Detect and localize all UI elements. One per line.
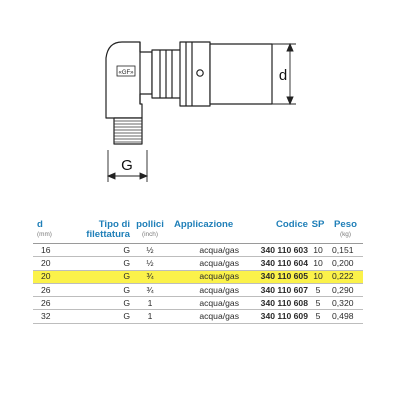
cell-pollici: ½ <box>130 256 170 271</box>
cell-codice: 340 110 603 <box>239 243 308 258</box>
table-row: 26 G ¾ acqua/gas 340 110 607 5 0,290 <box>33 283 363 298</box>
cell-pollici: 1 <box>130 296 170 311</box>
cell-applicazione: acqua/gas <box>170 243 239 258</box>
cell-applicazione: acqua/gas <box>170 296 239 311</box>
cell-applicazione: acqua/gas <box>170 309 239 324</box>
cell-pollici: 1 <box>130 309 170 324</box>
cell-d: 32 <box>33 309 63 324</box>
cell-peso: 0,222 <box>328 270 363 284</box>
cell-applicazione: acqua/gas <box>170 256 239 271</box>
header-peso: Peso (kg) <box>334 219 357 239</box>
table-row: 16 G ½ acqua/gas 340 110 603 10 0,151 <box>33 243 363 258</box>
cell-tipo: G <box>63 309 130 324</box>
cell-peso: 0,320 <box>328 296 363 311</box>
cell-codice: 340 110 604 <box>239 256 308 271</box>
table-header: d (mm) Tipo di filettatura pollici (inch… <box>33 220 363 244</box>
table-row: 20 G ½ acqua/gas 340 110 604 10 0,200 <box>33 256 363 271</box>
header-tipo: Tipo di filettatura <box>86 219 130 240</box>
table-body: 16 G ½ acqua/gas 340 110 603 10 0,151 20… <box>33 243 363 324</box>
header-codice: Codice <box>276 219 308 230</box>
cell-sp: 5 <box>308 296 328 311</box>
cell-d: 26 <box>33 283 63 298</box>
table-row: 32 G 1 acqua/gas 340 110 609 5 0,498 <box>33 309 363 324</box>
cell-tipo: G <box>63 243 130 258</box>
cell-pollici: ½ <box>130 243 170 258</box>
cell-d: 16 <box>33 243 63 258</box>
cell-codice: 340 110 609 <box>239 309 308 324</box>
table-row: 26 G 1 acqua/gas 340 110 608 5 0,320 <box>33 296 363 311</box>
cell-d: 20 <box>33 256 63 271</box>
cell-sp: 5 <box>308 309 328 324</box>
cell-codice: 340 110 608 <box>239 296 308 311</box>
header-applicazione: Applicazione <box>174 219 234 230</box>
cell-pollici: ¾ <box>130 283 170 298</box>
cell-codice: 340 110 605 <box>239 270 308 284</box>
header-sp: SP <box>311 219 325 230</box>
dimension-g-label: G <box>121 157 133 174</box>
elbow-fitting-drawing: «GF» d G <box>105 41 296 182</box>
cell-sp: 5 <box>308 283 328 298</box>
cell-peso: 0,151 <box>328 243 363 258</box>
header-pollici: pollici (inch) <box>136 219 164 239</box>
cell-tipo: G <box>63 283 130 298</box>
cell-peso: 0,290 <box>328 283 363 298</box>
cell-sp: 10 <box>308 243 328 258</box>
cell-d: 20 <box>33 270 63 284</box>
cell-tipo: G <box>63 270 130 284</box>
cell-applicazione: acqua/gas <box>170 270 239 284</box>
cell-sp: 10 <box>308 270 328 284</box>
gf-logo-icon <box>116 65 136 77</box>
spec-table: d (mm) Tipo di filettatura pollici (inch… <box>33 220 363 324</box>
cell-codice: 340 110 607 <box>239 283 308 298</box>
cell-pollici: ¾ <box>130 270 170 284</box>
gf-logo-text: «GF» <box>118 70 134 76</box>
cell-applicazione: acqua/gas <box>170 283 239 298</box>
cell-peso: 0,200 <box>328 256 363 271</box>
cell-tipo: G <box>63 296 130 311</box>
cell-sp: 10 <box>308 256 328 271</box>
cell-tipo: G <box>63 256 130 271</box>
table-row-highlighted: 20 G ¾ acqua/gas 340 110 605 10 0,222 <box>33 270 363 284</box>
dimension-d-label: d <box>279 67 287 84</box>
header-d: d (mm) <box>37 219 52 239</box>
cell-peso: 0,498 <box>328 309 363 324</box>
cell-d: 26 <box>33 296 63 311</box>
